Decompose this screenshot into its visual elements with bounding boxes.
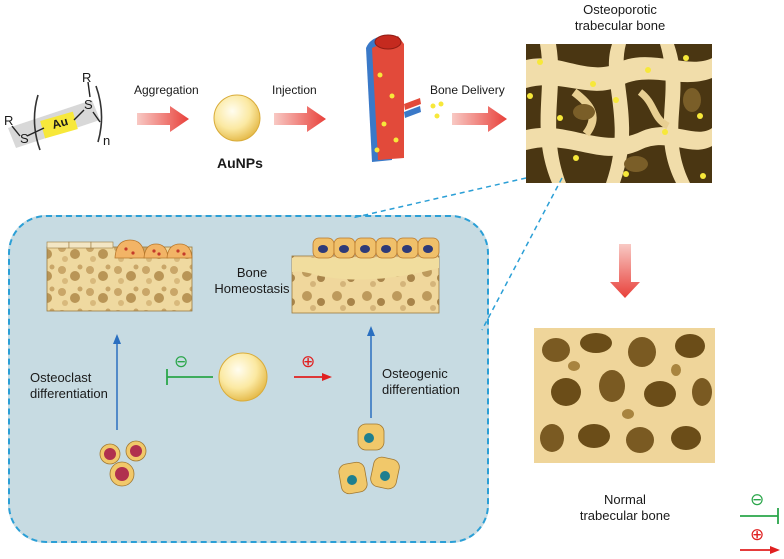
thiolate-formula [8,81,103,151]
label-aggregation: Aggregation [134,83,199,97]
label-bone-delivery: Bone Delivery [430,83,505,97]
inhibit-line [166,369,213,385]
osteoclast-precursor-cells [99,440,147,487]
zoom-line-1 [351,177,527,219]
legend-inhibit-line [740,508,779,524]
label-osteoporotic-bone: Osteoporotic trabecular bone [574,2,666,33]
arrow-bone-delivery [452,106,507,132]
bone-strip-osteoclast [46,239,193,312]
legend-promote-arrow [740,546,780,554]
label-bone-homeostasis: Bone Homeostasis [214,265,290,296]
aunp-center-icon [218,352,268,402]
formula-r-left: R [4,113,14,128]
osteoporotic-bone-image [526,44,712,183]
formula-r-top: R [82,70,92,85]
promote-symbol: ⊕ [301,352,316,371]
label-injection: Injection [272,83,317,97]
bone-strip-osteoblast [291,237,440,314]
label-aunps: AuNPs [217,155,263,171]
arrow-down [610,244,640,298]
formula-s-left: S [20,131,29,146]
promote-arrow [294,373,332,381]
label-normal-bone: Normal trabecular bone [579,492,671,523]
inhibit-symbol: ⊖ [174,352,189,371]
formula-n: n [103,133,111,148]
arrow-injection [274,106,326,132]
arrow-aggregation [137,106,189,132]
label-osteogenic-differentiation: Osteogenic differentiation [382,366,460,397]
legend-promote-symbol: ⊕ [750,525,765,544]
arrow-osteoclast-up [113,334,121,430]
aunp-sphere-icon [213,94,261,142]
zoom-line-2 [481,177,563,331]
blood-vessel-icon [366,34,444,162]
label-osteoclast-differentiation: Osteoclast differentiation [30,370,108,401]
mesenchymal-cells [338,423,400,495]
normal-bone-image [534,328,715,463]
formula-s-right: S [84,97,93,112]
arrow-osteogenic-up [367,326,375,418]
legend-inhibit-symbol: ⊖ [750,490,765,509]
